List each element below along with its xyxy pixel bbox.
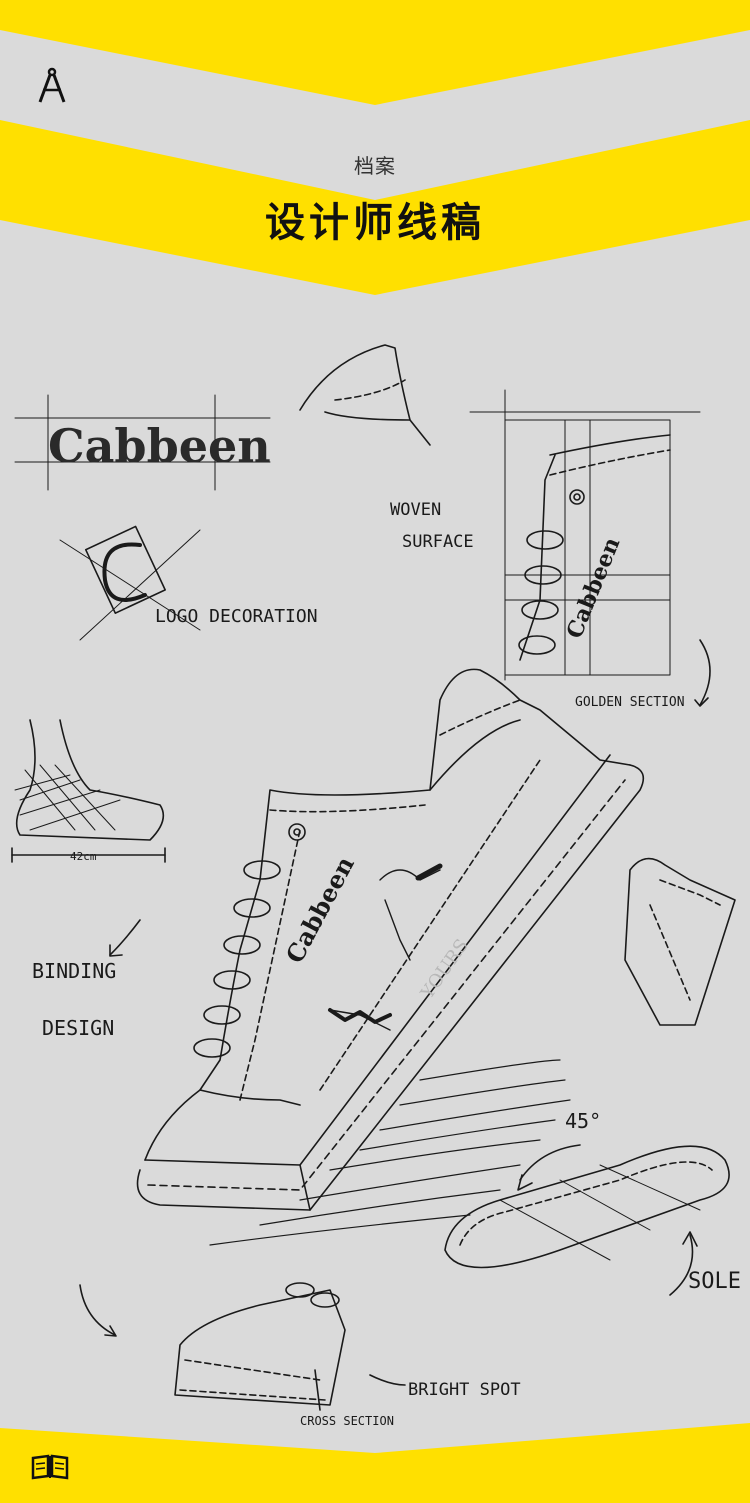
label-golden-section: GOLDEN SECTION xyxy=(575,695,685,710)
shoe-yours-print: YOURS xyxy=(416,935,473,1003)
designer-sketch: Cabbeen LOGO DECORATION WOVEN SURFACE GO… xyxy=(11,344,741,1428)
section-subtitle: 档案 xyxy=(354,154,396,178)
open-book-icon xyxy=(31,1454,69,1480)
compass-icon xyxy=(38,67,66,103)
label-logo-decoration: LOGO DECORATION xyxy=(155,606,318,627)
label-woven-line1: WOVEN xyxy=(390,500,441,520)
top-banner xyxy=(0,0,750,295)
golden-brand-text: Cabbeen xyxy=(561,534,625,643)
label-woven-line2: SURFACE xyxy=(402,532,474,552)
label-bright-spot: BRIGHT SPOT xyxy=(408,1380,521,1400)
label-sole: SOLE xyxy=(688,1269,741,1294)
label-binding-line2: DESIGN xyxy=(42,1016,114,1040)
label-binding-line1: BINDING xyxy=(32,959,116,983)
brand-logo-text: Cabbeen xyxy=(48,419,271,473)
label-angle: 45° xyxy=(565,1109,601,1133)
section-title: 设计师线稿 xyxy=(265,200,485,246)
label-cross-section: CROSS SECTION xyxy=(300,1414,394,1428)
bottom-banner xyxy=(0,1423,750,1503)
label-measurement: 42cm xyxy=(70,850,97,863)
